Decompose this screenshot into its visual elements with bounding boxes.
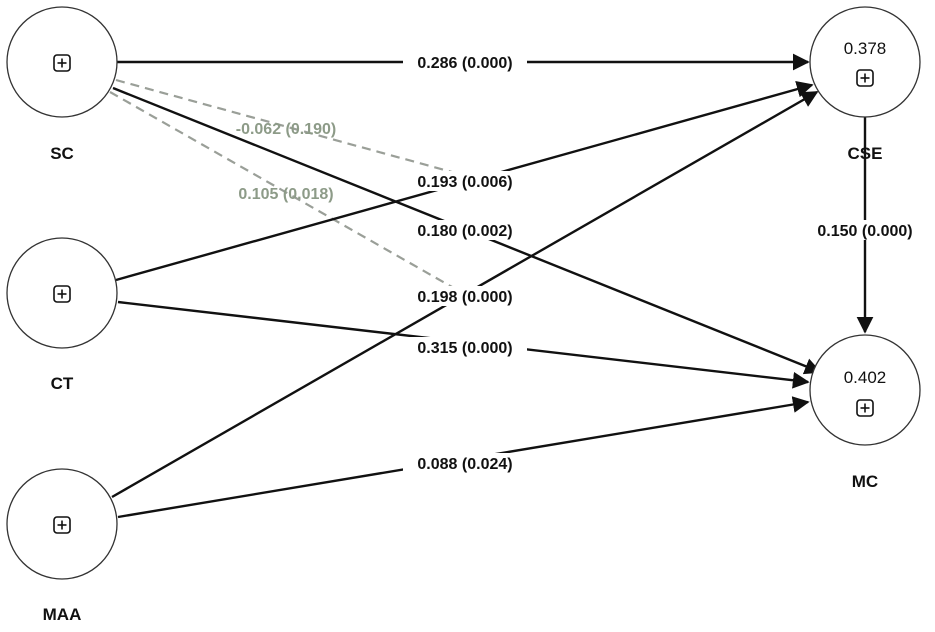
node-ct[interactable]: CT [6, 237, 118, 393]
edge-label-sc-dashed-b: 0.105 (0.018) [238, 186, 333, 203]
node-maa[interactable]: MAA [6, 468, 118, 624]
node-maa-label: MAA [43, 605, 82, 624]
edge-label-sc-cse: 0.286 (0.000) [417, 55, 512, 72]
plus-box-icon[interactable] [53, 516, 71, 534]
plus-box-icon[interactable] [856, 399, 874, 417]
node-mc-circle[interactable] [809, 334, 921, 446]
plus-box-icon[interactable] [53, 54, 71, 72]
plus-box-icon[interactable] [856, 69, 874, 87]
plus-box-icon[interactable] [53, 285, 71, 303]
node-cse-circle[interactable] [809, 6, 921, 118]
node-sc[interactable]: SC [6, 6, 118, 163]
node-sc-label: SC [50, 144, 74, 163]
node-mc-r2: 0.402 [844, 368, 887, 387]
node-cse[interactable]: 0.378 CSE [809, 6, 921, 163]
node-ct-label: CT [51, 374, 74, 393]
edge-labels: 0.286 (0.000) -0.062 (0.190) 0.105 (0.01… [236, 52, 926, 473]
edge-label-cse-mc: 0.150 (0.000) [817, 223, 912, 240]
node-mc[interactable]: 0.402 MC [809, 334, 921, 491]
edge-label-maa-mc: 0.088 (0.024) [417, 456, 512, 473]
edge-sc-dashed-b[interactable] [109, 91, 453, 288]
node-cse-label: CSE [848, 144, 883, 163]
edge-label-ct-cse: 0.193 (0.006) [417, 174, 512, 191]
edge-label-sc-mc: 0.180 (0.002) [417, 223, 512, 240]
node-mc-label: MC [852, 472, 878, 491]
node-cse-r2: 0.378 [844, 39, 887, 58]
edge-label-ct-mc: 0.315 (0.000) [417, 340, 512, 357]
edge-label-maa-cse: 0.198 (0.000) [417, 289, 512, 306]
edge-sc-dashed-a[interactable] [115, 78, 453, 174]
edge-label-sc-dashed-a: -0.062 (0.190) [236, 121, 337, 138]
